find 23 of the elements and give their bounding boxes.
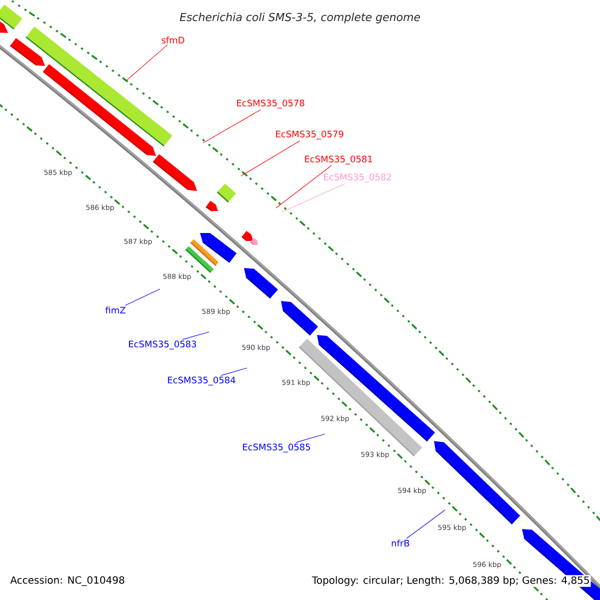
leader-line: [220, 368, 248, 376]
accession-text: Accession: NC_010498: [10, 576, 124, 586]
gene-label: EcSMS35_0582: [324, 174, 391, 182]
genome-info-text: Topology: circular; Length: 5,068,389 bp; Genes: 4,855: [310, 575, 591, 587]
gene-label: fimZ: [105, 306, 126, 314]
leader-line: [406, 510, 446, 539]
gene-label: EcSMS35_0578: [237, 100, 304, 108]
leader-line: [126, 44, 168, 80]
gene-label: sfmD: [162, 36, 184, 44]
leader-line: [124, 288, 160, 306]
leader-line: [276, 165, 332, 208]
gene-label: EcSMS35_0584: [168, 376, 236, 386]
leader-line: [240, 140, 300, 176]
leader-line: [202, 109, 262, 144]
gene-label: EcSMS35_0581: [305, 156, 372, 164]
gene-label: EcSMS35_0579: [276, 130, 344, 140]
gene-label: EcSMS35_0585: [243, 444, 310, 452]
gene-label: nfrB: [392, 540, 410, 546]
gene-label: EcSMS35_0583: [129, 340, 196, 350]
leader-line: [296, 434, 326, 443]
leader-line: [282, 183, 346, 212]
title: Escherichia coli SMS-3-5, complete genome: [180, 12, 420, 24]
leader-line: [182, 332, 210, 340]
